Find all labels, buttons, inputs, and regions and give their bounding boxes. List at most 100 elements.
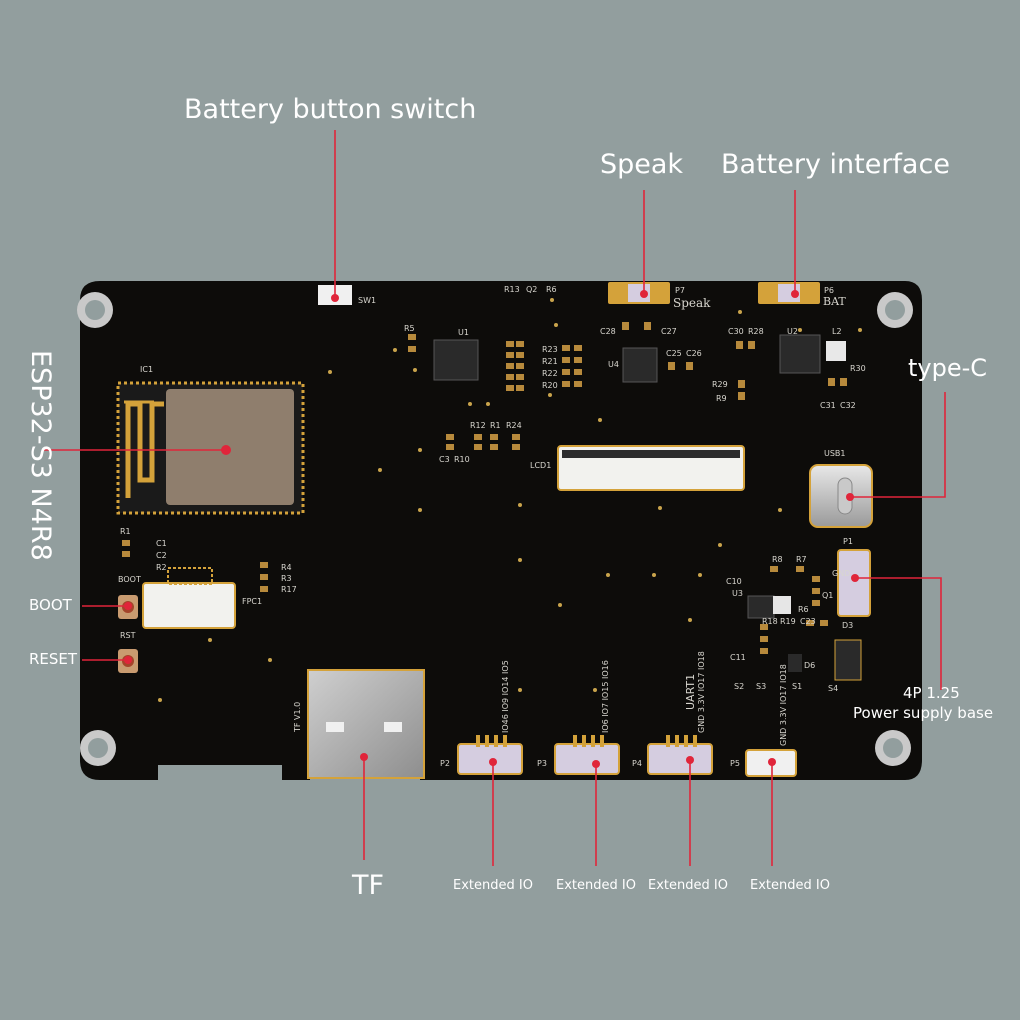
callout-tf: TF	[352, 870, 385, 901]
callout-speak: Speak	[600, 149, 684, 180]
silk-tf-v: TF V1.0	[293, 702, 302, 733]
silk-p2-pins: IO46 IO9 IO14 IO5	[501, 660, 510, 733]
silk-r3: R3	[281, 574, 292, 583]
diode-d3	[834, 639, 862, 681]
silk-u2: U2	[787, 327, 798, 336]
silk-c3: C3	[439, 455, 450, 464]
silk-c1: C1	[156, 539, 167, 548]
silk-uart1: UART1	[684, 674, 697, 710]
led	[773, 596, 791, 614]
silk-s2: S2	[734, 682, 744, 691]
silk-c23: C23	[800, 617, 816, 626]
silk-r24: R24	[506, 421, 522, 430]
silk-r21: R21	[542, 357, 558, 366]
silk-r5: R5	[404, 324, 415, 333]
callout-power-base-line1: 4P 1.25	[903, 684, 960, 702]
silk-r9: R9	[716, 394, 727, 403]
silk-c25: C25	[666, 349, 682, 358]
silk-r2: R2	[156, 563, 167, 572]
fpc-connector	[142, 582, 236, 629]
silk-r8: R8	[772, 555, 783, 564]
leader-lines	[42, 130, 946, 866]
silk-c27: C27	[661, 327, 677, 336]
silk-p1: P1	[843, 537, 853, 546]
callout-extended-io-3: Extended IO	[648, 878, 728, 893]
silk-q2: Q2	[526, 285, 537, 294]
silk-p5-pins: GND 3.3V IO17 IO18	[779, 664, 788, 746]
silk-u3: U3	[732, 589, 743, 598]
tf-card-slot	[307, 669, 425, 779]
silk-c32: C32	[840, 401, 856, 410]
silk-r1: R1	[120, 527, 131, 536]
silk-p4-pins: GND 3.3V IO17 IO18	[697, 651, 706, 733]
silk-usb1: USB1	[824, 449, 846, 458]
mounting-holes	[77, 292, 913, 766]
callout-extended-io-2: Extended IO	[556, 878, 636, 893]
silk-r4: R4	[281, 563, 292, 572]
silk-r22: R22	[542, 369, 558, 378]
antenna-trace	[125, 401, 164, 498]
vias	[158, 298, 862, 702]
silk-c28: C28	[600, 327, 616, 336]
callout-module: ESP32-S3 N4R8	[25, 350, 56, 561]
silk-d6: D6	[804, 661, 815, 670]
silk-p7: P7	[675, 286, 685, 295]
callout-boot: BOOT	[29, 596, 72, 614]
silk-r13: R13	[504, 285, 520, 294]
silk-c31: C31	[820, 401, 836, 410]
silk-r20: R20	[542, 381, 558, 390]
silk-p4: P4	[632, 759, 642, 768]
callout-battery-button-switch: Battery button switch	[184, 94, 477, 125]
diode-d6	[788, 654, 802, 672]
silk-c30: C30	[728, 327, 744, 336]
passive-components	[122, 322, 847, 654]
silk-c2: C2	[156, 551, 167, 560]
silk-rst: RST	[120, 631, 136, 640]
silk-r19: R19	[780, 617, 796, 626]
silk-p2: P2	[440, 759, 450, 768]
silk-u1: U1	[458, 328, 469, 337]
silk-r7: R7	[796, 555, 807, 564]
callout-type-c: type-C	[908, 354, 988, 382]
silk-r17: R17	[281, 585, 297, 594]
silk-lcd1: LCD1	[530, 461, 551, 470]
callout-battery-interface: Battery interface	[721, 149, 950, 180]
silk-p3: P3	[537, 759, 547, 768]
silk-r12: R12	[470, 421, 486, 430]
leader-dots	[124, 290, 859, 768]
io-connector-p2	[457, 743, 523, 775]
silk-r29: R29	[712, 380, 728, 389]
silk-r6: R6	[546, 285, 557, 294]
callout-power-base-line2: Power supply base	[853, 704, 994, 722]
silk-c26: C26	[686, 349, 702, 358]
silk-s4: S4	[828, 684, 838, 693]
silk-boot: BOOT	[118, 575, 141, 584]
silk-l2: L2	[832, 327, 842, 336]
io-connector-p4	[647, 743, 713, 775]
silk-s1: S1	[792, 682, 802, 691]
silk-p3-pins: IO6 IO7 IO15 IO16	[601, 660, 610, 733]
silk-p5: P5	[730, 759, 740, 768]
extended-io-connectors	[457, 735, 797, 777]
silk-r28: R28	[748, 327, 764, 336]
silk-d3: D3	[842, 621, 853, 630]
silk-c11: C11	[730, 653, 746, 662]
silk-c10: C10	[726, 577, 742, 586]
silk-p6: P6	[824, 286, 834, 295]
silk-ic1: IC1	[140, 365, 153, 374]
callout-extended-io-4: Extended IO	[750, 878, 830, 893]
callout-extended-io-1: Extended IO	[453, 878, 533, 893]
silk-r30: R30	[850, 364, 866, 373]
silk-gnd: GND	[832, 569, 850, 578]
silk-r10: R10	[454, 455, 470, 464]
chip-u1	[433, 339, 479, 381]
silk-u4: U4	[608, 360, 619, 369]
silk-r23: R23	[542, 345, 558, 354]
esp32-module	[116, 381, 305, 515]
chip-u4	[622, 347, 658, 383]
silk-r6b: R6	[798, 605, 809, 614]
chip-u2	[779, 334, 821, 374]
silk-r1x: R1	[490, 421, 501, 430]
callout-reset: RESET	[29, 650, 78, 668]
